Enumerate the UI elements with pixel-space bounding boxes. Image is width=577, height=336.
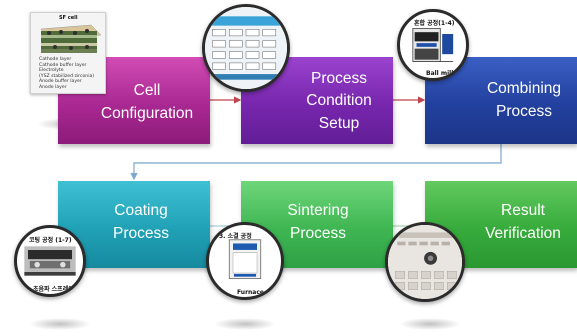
step-label-line: Configuration [100,104,194,122]
shadow [30,318,90,330]
layer-label: Anode layer [39,84,67,90]
control-screen-icon [205,7,287,89]
layer-label: Electrolyte [39,68,64,74]
step-label-line: Verification [485,224,561,242]
combining-caption: 혼합 공정(1-4) [414,20,455,27]
step-label-line: Process [113,224,169,242]
furnace-icon [228,239,262,279]
cell-layer-stack-icon [40,24,102,53]
process-setup-screen-badge [202,4,290,92]
step-label-line: Coating [114,202,168,220]
step-label-line: Cell [133,82,161,100]
shadow [400,318,460,330]
sample-plate-icon [388,225,462,299]
step-label-line: Condition [306,92,372,110]
sintering-caption: 3. 소결 공정 [219,233,252,240]
cell-image-title: SF cell [59,15,78,21]
ball-mill-icon [412,28,454,62]
layer-label: (YSZ stabilized zirconia) [39,73,95,79]
combining-label: Ball mill [426,70,454,77]
layer-label: Cathode buffer layer [39,62,87,68]
spray-coater-icon [24,246,76,276]
step-label-line: Process [311,69,367,87]
step-label-line: Setup [318,114,360,132]
step-label-line: Process [495,102,552,120]
step-cell-configuration: Cell Configuration [58,57,210,144]
arrow-combining-to-coating [130,144,502,181]
step-label-line: Combining [486,80,562,98]
coating-spray-badge: 코팅 공정 (1-7) 초음파 스프레이 [14,225,86,297]
shadow [215,318,275,330]
step-label-line: Result [501,202,545,220]
sintering-label: Furnace [237,289,264,296]
coating-label: 초음파 스프레이 [33,286,74,293]
cell-layer-list: Cathode layer Cathode buffer layer Elect… [39,57,94,91]
sintering-furnace-badge: 3. 소결 공정 Furnace [206,222,284,300]
combining-ball-mill-badge: 혼합 공정(1-4) Ball mill [397,9,469,81]
layer-label: Anode buffer layer [39,79,82,85]
coating-caption: 코팅 공정 (1-7) [29,237,72,244]
step-label-line: Process [290,224,346,242]
cell-layer-image: SF cell Cathode layer Cathode buffer lay… [30,12,106,94]
layer-label: Cathode layer [39,57,72,62]
step-label-line: Sintering [287,202,349,220]
result-sample-badge [385,222,465,302]
